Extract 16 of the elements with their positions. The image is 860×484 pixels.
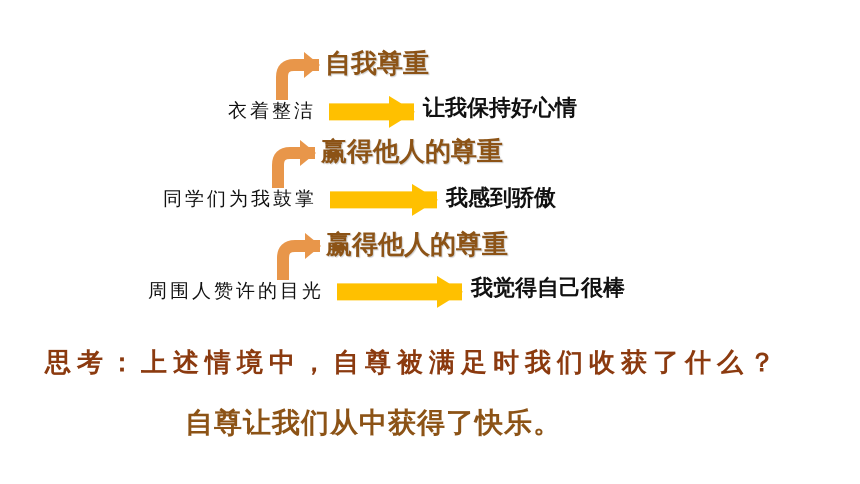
- node-text: 衣着整洁: [225, 99, 319, 125]
- node-text: 同学们为我鼓掌: [160, 187, 320, 213]
- node-text: 让我保持好心情: [420, 94, 580, 124]
- arrow: [330, 184, 438, 216]
- node-text: 我觉得自己很棒: [468, 274, 628, 304]
- node-text: 我感到骄傲: [443, 184, 559, 214]
- node-text: 赢得他人的尊重: [323, 229, 511, 263]
- arrow: [337, 276, 463, 308]
- arrow: [277, 232, 321, 280]
- node-text: 赢得他人的尊重: [318, 136, 506, 170]
- answer-text: 自尊让我们从中获得了快乐。: [185, 405, 562, 441]
- arrow: [272, 140, 316, 188]
- node-text: 自我尊重: [322, 48, 432, 82]
- node-text: 周围人赞许的目光: [145, 279, 327, 305]
- arrow: [276, 52, 320, 100]
- question-text: 思考：上述情境中，自尊被满足时我们收获了什么？: [45, 347, 781, 380]
